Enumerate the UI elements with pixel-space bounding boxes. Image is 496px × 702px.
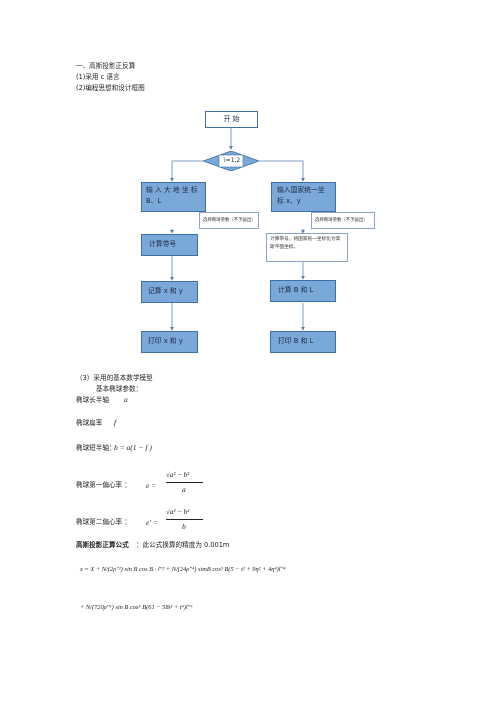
ecc1-label: 椭球第一偏心率 ： bbox=[76, 481, 131, 489]
section-heading: 一、高斯投影正反算 bbox=[76, 62, 136, 70]
ecc1-numerator: √a² − b² bbox=[166, 471, 190, 479]
calc-bl-label: 计算 B 和 L bbox=[278, 286, 314, 294]
loop-label: i=1,2 bbox=[224, 157, 241, 164]
ecc2-lhs: e' = bbox=[146, 518, 158, 527]
print-bl-box: 打印 B 和 L bbox=[270, 331, 336, 353]
calc-zone-convert-box: 计算带号，将国家统一坐标化为高斯平面坐标。 bbox=[266, 233, 348, 262]
calc-xy-label: 记算 x 和 y bbox=[148, 287, 183, 295]
loop-diamond bbox=[203, 151, 259, 171]
calc-bl-box: 计算 B 和 L bbox=[270, 280, 336, 302]
minor-axis-formula: b = a(1 − f ) bbox=[114, 443, 152, 452]
input-geodetic-box: 输 入 大 地 坐 标 B、L bbox=[141, 182, 206, 212]
left-ellipsoid-note: 选择椭球参数（不予画出） bbox=[199, 212, 259, 229]
major-axis-label: 椭球长半轴 bbox=[76, 396, 109, 404]
input-national-box: 输入国家统一坐标 x、y bbox=[271, 182, 336, 212]
ecc2-label: 椭球第二偏心率 ： bbox=[76, 518, 131, 526]
print-bl-label: 打印 B 和 L bbox=[278, 337, 314, 345]
ecc2-numerator: √a² − b² bbox=[166, 508, 190, 516]
calc-xy-box: 记算 x 和 y bbox=[141, 281, 198, 303]
calc-zone-label: 计算带号 bbox=[149, 240, 177, 248]
gauss-title: 高斯投影正算公式 bbox=[76, 541, 129, 549]
input-national-label: 输入国家统一坐标 x、y bbox=[277, 186, 325, 205]
item-design: (2)编程思想和设计框图 bbox=[76, 84, 145, 92]
basic-params-label: 基本椭球参数： bbox=[96, 385, 143, 393]
calc-zone-convert-label: 计算带号，将国家统一坐标化为高斯平面坐标。 bbox=[270, 237, 341, 250]
minor-axis-label: 椭球短半轴： bbox=[76, 444, 116, 452]
flattening-symbol: f bbox=[114, 418, 117, 427]
start-node: 开 始 bbox=[205, 111, 258, 128]
print-xy-label: 打印 x 和 y bbox=[148, 337, 183, 345]
model-heading: （3）采用的基本数学模型 bbox=[76, 374, 153, 382]
ecc2-denominator: b bbox=[182, 522, 186, 531]
calc-zone-box: 计算带号 bbox=[141, 234, 198, 256]
major-axis-symbol: a bbox=[124, 395, 128, 404]
ecc1-denominator: a bbox=[182, 485, 186, 494]
flattening-label: 椭球扁率 bbox=[76, 419, 103, 427]
print-xy-box: 打印 x 和 y bbox=[141, 331, 198, 353]
ecc1-lhs: e = bbox=[146, 481, 157, 490]
input-geodetic-label: 输 入 大 地 坐 标 B、L bbox=[146, 186, 198, 205]
start-label: 开 始 bbox=[223, 115, 240, 123]
gauss-formula-line1: x = X + N/(2ρ″²) sin B cos B · l″² + N/(… bbox=[80, 566, 286, 573]
ecc1-fraction-bar bbox=[166, 482, 203, 483]
ecc2-fraction-bar bbox=[166, 519, 203, 520]
right-ellipsoid-note: 选择椭球参数（不予画出） bbox=[311, 212, 375, 229]
gauss-precision-note: ：此公式换算的精度为 0.001m bbox=[136, 541, 230, 549]
item-language: (1)采用 c 语言 bbox=[76, 73, 120, 81]
gauss-formula-line2: + N/(720ρ″⁶) sin B cos⁵ B(61 − 58t² + t⁴… bbox=[80, 604, 193, 611]
